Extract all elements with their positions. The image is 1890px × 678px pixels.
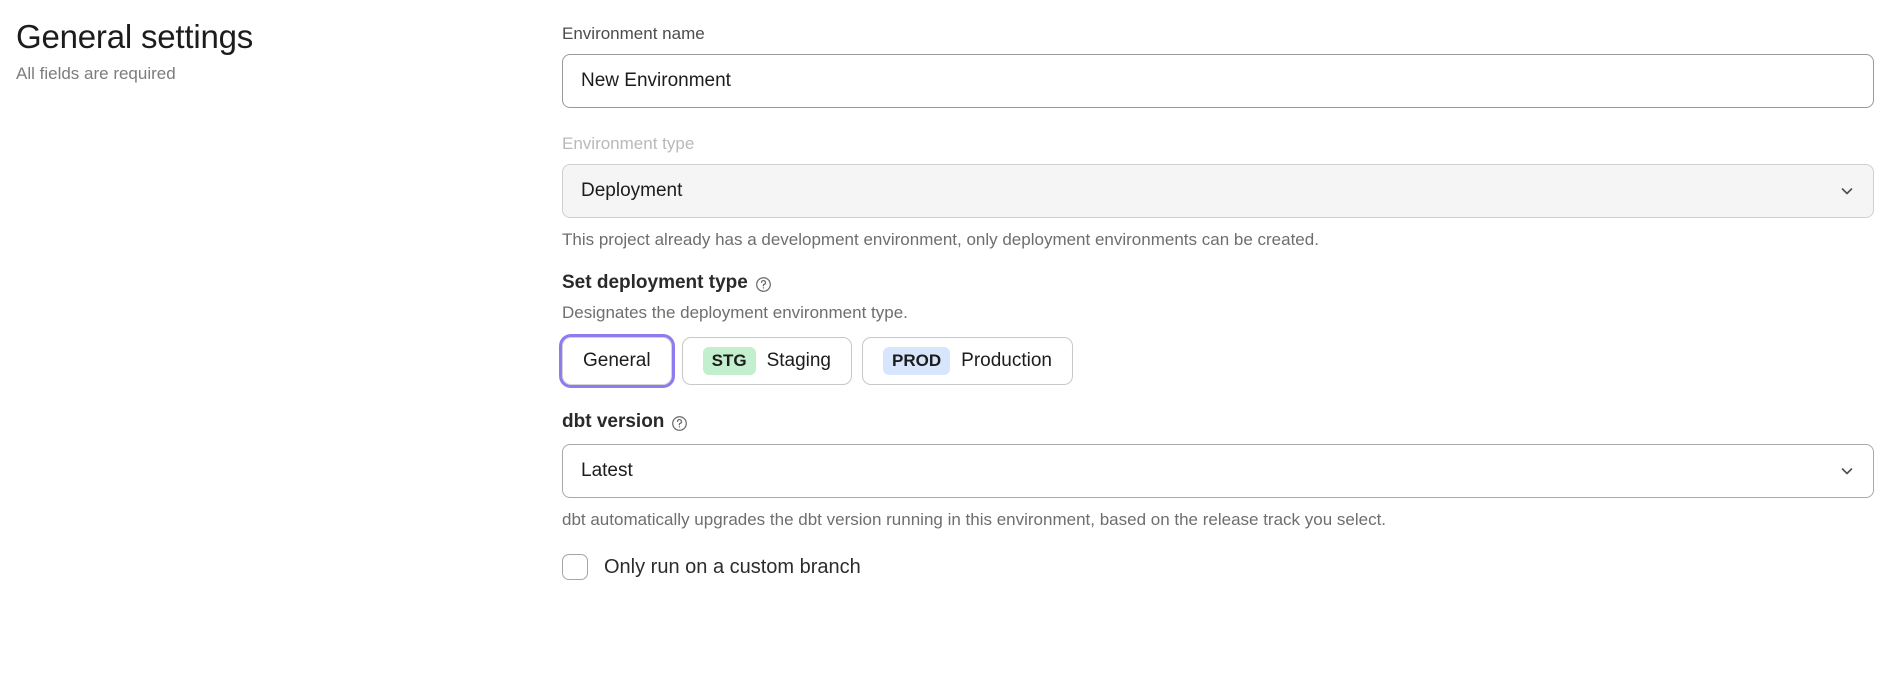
deployment-type-option-staging-label: Staging [766,350,832,371]
environment-type-value: Deployment [581,180,683,201]
page-title: General settings [16,18,254,55]
page-subtitle: All fields are required [16,64,176,83]
deployment-type-title-text: Set deployment type [562,272,748,293]
dbt-version-helper: dbt automatically upgrades the dbt versi… [562,510,1387,529]
environment-type-helper: This project already has a development e… [562,230,1319,249]
deployment-type-field: Set deployment type Designates the deplo… [562,270,1874,385]
custom-branch-label[interactable]: Only run on a custom branch [604,556,861,578]
dbt-version-select[interactable]: Latest [562,444,1874,498]
deployment-type-option-production[interactable]: PROD Production [862,337,1073,385]
deployment-type-option-general-label: General [583,350,651,371]
staging-badge: STG [702,347,756,375]
dbt-version-label-text: dbt version [562,411,665,432]
chevron-down-icon [1839,463,1855,479]
environment-type-label: Environment type [562,134,695,153]
deployment-type-options: General STG Staging PROD Production [562,337,1874,385]
environment-name-input-wrapper[interactable] [562,54,1874,108]
environment-name-field: Environment name [562,22,1874,108]
question-circle-icon[interactable] [671,414,688,431]
environment-name-label: Environment name [562,24,705,43]
chevron-down-icon [1839,183,1855,199]
question-circle-icon[interactable] [755,275,772,292]
deployment-type-option-production-label: Production [961,350,1052,371]
deployment-type-title: Set deployment type [562,270,1874,296]
environment-type-select[interactable]: Deployment [562,164,1874,218]
environment-name-input[interactable] [581,69,1855,93]
dbt-version-value: Latest [581,460,633,481]
dbt-version-label: dbt version [562,409,1874,435]
custom-branch-checkbox[interactable] [562,554,588,580]
environment-type-field: Environment type Deployment This project… [562,132,1874,252]
deployment-type-option-general[interactable]: General [562,337,672,385]
dbt-version-field: dbt version Latest dbt automatically upg… [562,409,1874,532]
production-badge: PROD [883,347,951,375]
settings-intro: General settings All fields are required [16,16,516,86]
deployment-type-description: Designates the deployment environment ty… [562,303,908,322]
general-settings-form: Environment name Environment type Deploy… [562,22,1874,580]
deployment-type-option-staging[interactable]: STG Staging [681,337,853,385]
custom-branch-row: Only run on a custom branch [562,554,1874,580]
